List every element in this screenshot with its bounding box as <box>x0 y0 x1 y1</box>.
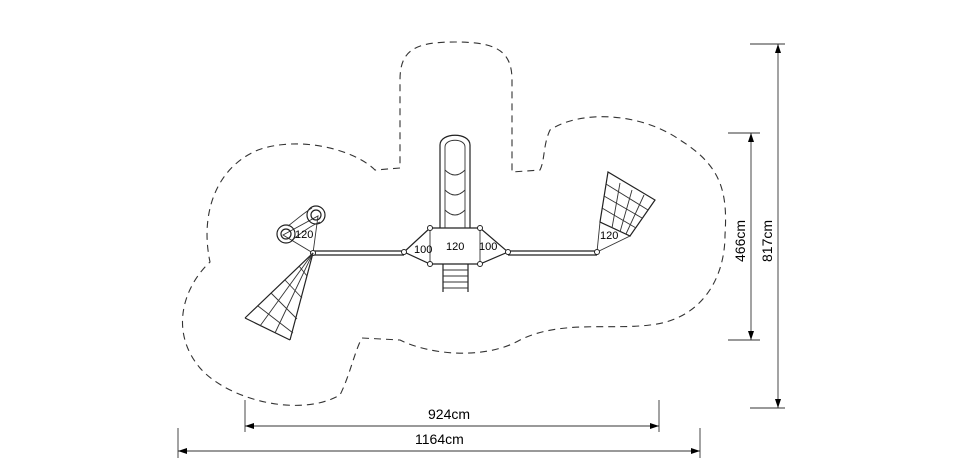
left-climbing-net <box>244 252 314 341</box>
main-beam <box>313 250 597 256</box>
outer-height-dimension <box>750 43 785 409</box>
center-left-deck-label: 100 <box>414 244 432 256</box>
inner-width-dimension <box>244 400 660 432</box>
outer-width-dimension <box>177 428 701 458</box>
slide <box>439 134 471 228</box>
outer-width-label: 1164cm <box>415 431 464 447</box>
ladder <box>442 264 469 292</box>
right-platform-label: 120 <box>600 230 618 242</box>
inner-height-label: 466cm <box>732 220 748 262</box>
inner-width-label: 924cm <box>428 406 470 422</box>
right-climbing-net <box>599 171 656 237</box>
inner-height-dimension <box>728 132 760 341</box>
center-tower <box>401 225 511 267</box>
safety-zone-outline <box>182 41 727 406</box>
left-platform <box>276 205 326 256</box>
left-platform-label: 120 <box>295 229 313 241</box>
outer-height-label: 817cm <box>759 220 775 262</box>
center-right-deck-label: 100 <box>479 241 497 253</box>
center-platform-label: 120 <box>446 241 464 253</box>
